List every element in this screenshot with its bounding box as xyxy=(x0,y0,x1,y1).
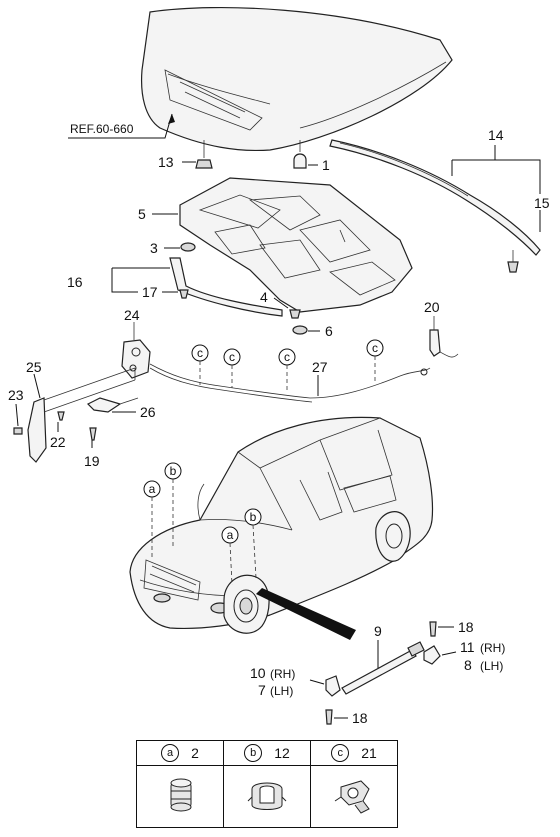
svg-text:17: 17 xyxy=(142,284,158,300)
svg-text:20: 20 xyxy=(424,299,440,315)
lift-bracket-lower: 18 10 (RH) 7 (LH) xyxy=(250,665,368,726)
legend-column-c: c 21 xyxy=(311,741,397,827)
svg-text:18: 18 xyxy=(458,619,474,635)
svg-text:14: 14 xyxy=(488,127,504,143)
svg-text:7: 7 xyxy=(258,682,266,698)
svg-text:(LH): (LH) xyxy=(480,659,503,673)
svg-text:15: 15 xyxy=(534,195,550,211)
legend-part-number: 2 xyxy=(191,745,199,761)
hood-bumper-13: 13 xyxy=(158,140,213,170)
svg-text:3: 3 xyxy=(150,240,158,256)
svg-text:13: 13 xyxy=(158,154,174,170)
svg-text:REF.60-660: REF.60-660 xyxy=(70,122,134,136)
parts-legend-table: a 2 b 12 c 21 xyxy=(136,740,398,828)
legend-marker: b xyxy=(244,744,263,762)
clip-icon xyxy=(224,767,310,827)
hood-weatherstrip: 14 15 xyxy=(329,127,550,273)
svg-text:4: 4 xyxy=(260,289,268,305)
seal-strip: 16 17 xyxy=(67,257,283,317)
cable-clip-markers: c c c c 27 xyxy=(191,339,384,396)
svg-text:1: 1 xyxy=(322,157,330,173)
legend-column-a: a 2 xyxy=(137,741,224,827)
svg-text:9: 9 xyxy=(374,623,382,639)
svg-text:(RH): (RH) xyxy=(270,667,295,681)
svg-text:c: c xyxy=(197,346,203,360)
legend-marker: c xyxy=(331,744,350,762)
legend-column-b: b 12 xyxy=(224,741,311,827)
hood-panel xyxy=(140,6,453,152)
pad-clip-4: 4 xyxy=(260,289,301,319)
vehicle-illustration xyxy=(129,416,434,640)
svg-text:27: 27 xyxy=(312,359,328,375)
svg-text:11: 11 xyxy=(460,639,475,655)
hood-lift-support: 9 xyxy=(341,623,425,695)
svg-text:22: 22 xyxy=(50,434,66,450)
svg-text:18: 18 xyxy=(352,710,368,726)
svg-text:(RH): (RH) xyxy=(480,641,505,655)
pad-clip-3: 3 xyxy=(150,240,196,256)
lift-bracket-upper: 18 11 (RH) 8 (LH) xyxy=(423,619,505,673)
svg-text:b: b xyxy=(170,464,177,478)
svg-text:c: c xyxy=(229,350,235,364)
svg-text:16: 16 xyxy=(67,274,83,290)
svg-text:a: a xyxy=(227,528,234,542)
svg-text:c: c xyxy=(372,341,378,355)
hood-release-handle: 20 xyxy=(420,299,459,376)
legend-marker: a xyxy=(161,744,180,762)
legend-part-number: 21 xyxy=(361,745,377,761)
svg-text:19: 19 xyxy=(84,453,100,469)
hood-bumper-1: 1 xyxy=(293,140,330,173)
pad-clip-6: 6 xyxy=(292,323,333,339)
svg-text:6: 6 xyxy=(325,323,333,339)
svg-text:10: 10 xyxy=(250,665,266,681)
svg-text:c: c xyxy=(284,350,290,364)
vehicle-clip-markers: a b a b xyxy=(143,462,262,586)
svg-text:25: 25 xyxy=(26,359,42,375)
hood-latch-assembly: 24 xyxy=(121,307,431,403)
svg-text:a: a xyxy=(149,482,156,496)
hood-lock-bracket: 25 23 22 19 26 xyxy=(8,359,156,469)
svg-text:b: b xyxy=(250,510,257,524)
svg-text:23: 23 xyxy=(8,387,24,403)
svg-text:(LH): (LH) xyxy=(270,684,293,698)
svg-text:24: 24 xyxy=(124,307,140,323)
cable-clip-icon xyxy=(311,767,397,827)
svg-text:5: 5 xyxy=(138,206,146,222)
svg-text:8: 8 xyxy=(464,657,472,673)
grommet-icon xyxy=(137,767,223,827)
hood-insulator-pad: 5 xyxy=(138,177,413,313)
legend-part-number: 12 xyxy=(274,745,290,761)
svg-text:26: 26 xyxy=(140,404,156,420)
reference-label: REF.60-660 xyxy=(68,113,175,139)
